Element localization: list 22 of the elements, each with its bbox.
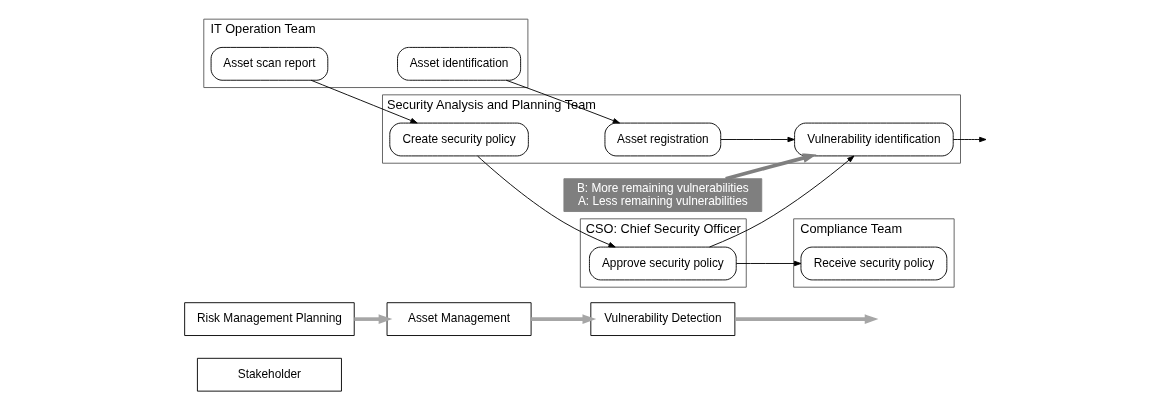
node-box: Create security policy (389, 122, 529, 157)
node-box: Asset scan report (210, 46, 329, 81)
arrow (709, 155, 855, 248)
node-box: Asset registration (604, 122, 722, 157)
arrow (477, 155, 616, 248)
node-box: Asset identification (397, 46, 522, 81)
node-box: Approve security policy (589, 246, 737, 281)
arrow (735, 260, 802, 267)
node-box: Stakeholder (196, 357, 342, 392)
arrow (725, 153, 817, 181)
arrow (734, 314, 879, 324)
node-box: Receive security policy (800, 246, 948, 281)
arrow (952, 136, 987, 143)
arrow (720, 136, 795, 143)
arrow (531, 314, 597, 324)
node-box: Vulnerability Detection (590, 302, 736, 336)
node-box: Asset Management (386, 302, 532, 336)
node-box: B: More remaining vulnerabilities A: Less remaining vulnerabilities (563, 178, 763, 212)
arrow (310, 79, 418, 124)
arrow (354, 314, 393, 324)
node-box: Vulnerability identification (794, 122, 954, 157)
node-box: Risk Management Planning (184, 302, 355, 336)
